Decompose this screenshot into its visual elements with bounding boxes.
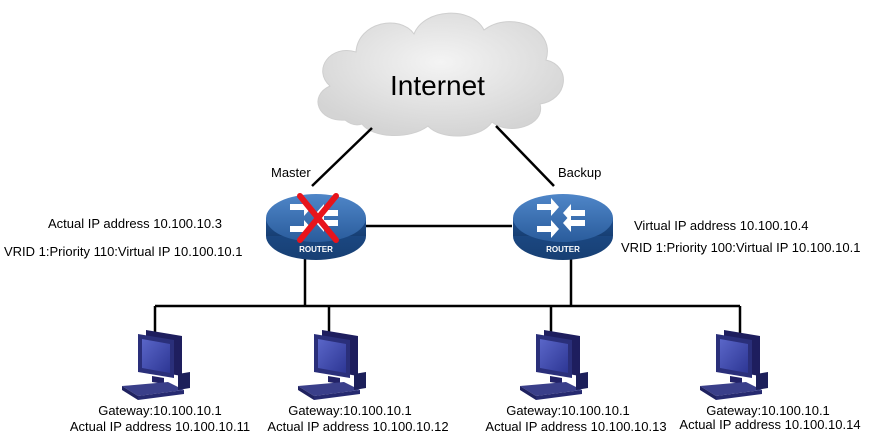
- master-actual-ip: Actual IP address 10.100.10.3: [48, 216, 222, 231]
- host-3-actual-ip: Actual IP address 10.100.10.13: [485, 419, 667, 434]
- master-device-label: ROUTER: [299, 245, 333, 254]
- backup-device-label: ROUTER: [546, 245, 580, 254]
- host-1-gateway: Gateway:10.100.10.1: [98, 403, 222, 418]
- network-links: [153, 125, 742, 336]
- internet-label: Internet: [390, 70, 485, 101]
- backup-router-icon: ROUTER: [513, 194, 613, 260]
- backup-vrid: VRID 1:Priority 100:Virtual IP 10.100.10…: [621, 240, 861, 255]
- master-router-icon: ROUTER: [266, 194, 366, 260]
- backup-virtual-ip: Virtual IP address 10.100.10.4: [634, 218, 809, 233]
- master-role-label: Master: [271, 165, 311, 180]
- backup-role-label: Backup: [558, 165, 602, 180]
- failure-x-icon: [297, 193, 339, 243]
- host-computer-icon-1: [122, 330, 190, 400]
- host-computer-icon-3: [520, 330, 588, 400]
- host-computer-icon-4: [700, 330, 768, 400]
- host-1-actual-ip: Actual IP address 10.100.10.11: [69, 419, 251, 434]
- host-4-actual-ip: Actual IP address 10.100.10.14: [679, 417, 861, 432]
- host-computer-icon-2: [298, 330, 366, 400]
- host-2-actual-ip: Actual IP address 10.100.10.12: [267, 419, 449, 434]
- internet-cloud: [317, 12, 564, 137]
- host-3-gateway: Gateway:10.100.10.1: [506, 403, 630, 418]
- host-4-gateway: Gateway:10.100.10.1: [706, 403, 830, 418]
- host-2-gateway: Gateway:10.100.10.1: [288, 403, 412, 418]
- master-vrid: VRID 1:Priority 110:Virtual IP 10.100.10…: [4, 244, 243, 259]
